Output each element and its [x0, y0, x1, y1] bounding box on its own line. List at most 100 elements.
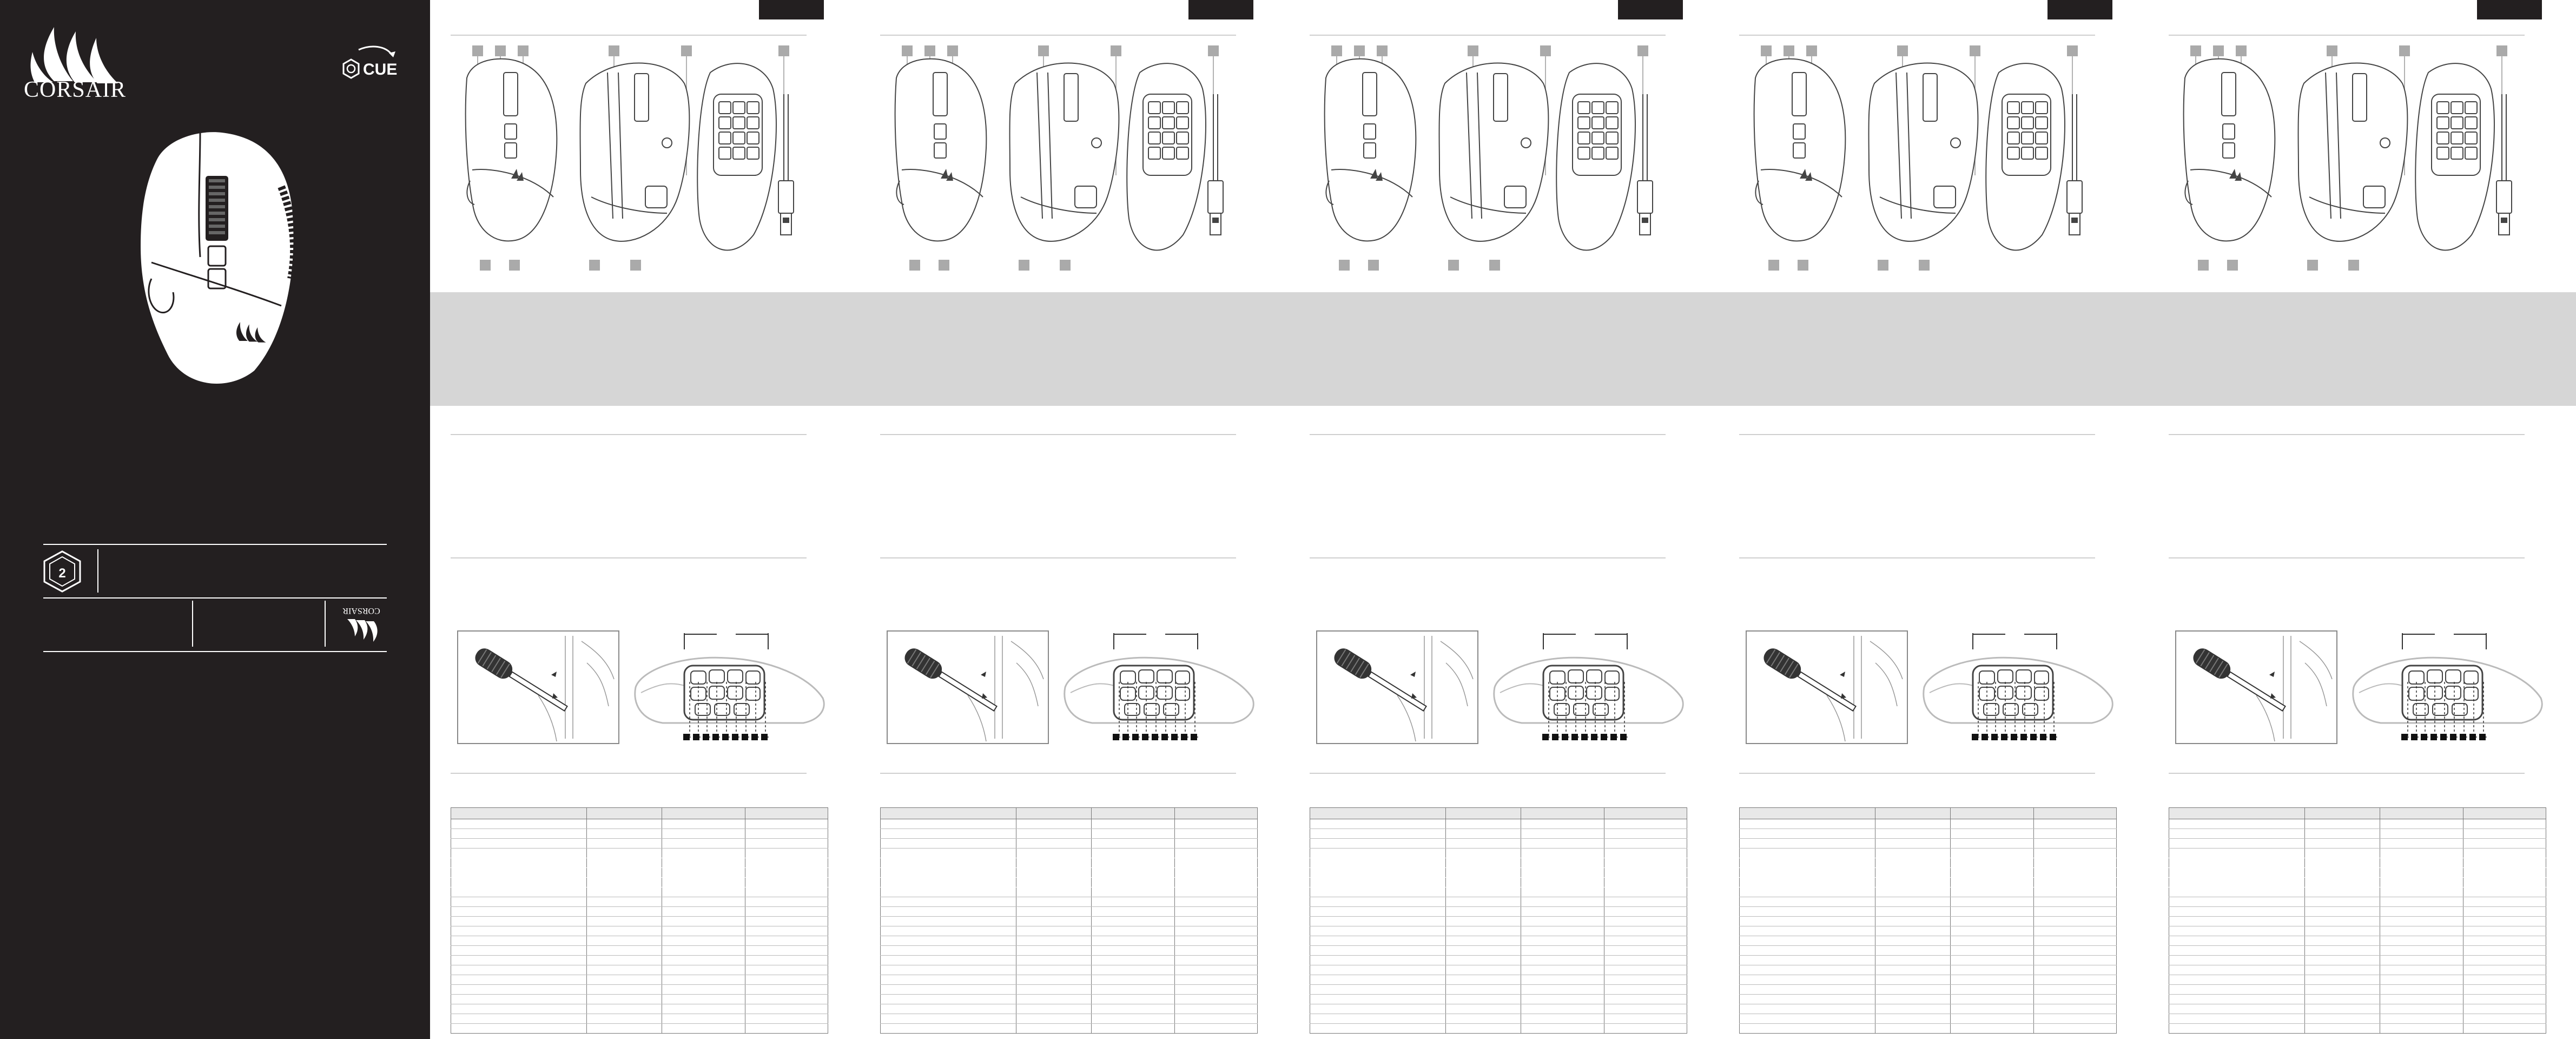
table-cell: [2304, 897, 2381, 907]
table-cell: [1015, 975, 1092, 985]
table-cell: [1445, 936, 1522, 946]
cover-divider: [325, 601, 326, 647]
table-row: [451, 848, 829, 858]
table-cell: [1174, 906, 1258, 917]
table-cell: [2462, 906, 2547, 917]
table-cell: [1603, 916, 1688, 926]
table-cell: [1950, 926, 2034, 936]
table-cell: [1739, 877, 1875, 887]
table-cell: [662, 828, 745, 839]
table-cell: [2304, 916, 2381, 926]
table-row: [451, 877, 829, 887]
table-cell: [1310, 926, 1446, 936]
table-cell: [662, 936, 745, 946]
table-row: [1310, 906, 1688, 917]
keypad-tool-illustration: [1316, 630, 1478, 744]
table-cell: [2304, 877, 2381, 887]
section-rule: [451, 434, 807, 435]
section-rule: [880, 434, 1236, 435]
table-cell: [586, 955, 663, 965]
table-cell: [1521, 984, 1604, 995]
table-cell: [1521, 906, 1604, 917]
table-cell: [1603, 955, 1688, 965]
table-header-cell: [1739, 807, 1875, 819]
table-cell: [1174, 1004, 1258, 1014]
table-cell: [1603, 1023, 1688, 1034]
table-cell: [2304, 819, 2381, 829]
table-cell: [1091, 965, 1175, 975]
table-row: [2169, 955, 2547, 965]
table-cell: [1174, 887, 1258, 897]
table-cell: [1950, 1023, 2034, 1034]
table-cell: [586, 1004, 663, 1014]
keypad-tool-illustration: [457, 630, 619, 744]
table-cell: [1739, 945, 1875, 956]
table-cell: [1174, 936, 1258, 946]
table-cell: [1091, 975, 1175, 985]
table-cell: [586, 984, 663, 995]
table-cell: [1310, 936, 1446, 946]
table-cell: [880, 819, 1016, 829]
table-cell: [1091, 867, 1175, 878]
table-cell: [1603, 848, 1688, 858]
table-cell: [451, 916, 587, 926]
table-row: [880, 867, 1258, 878]
table-cell: [1521, 965, 1604, 975]
table-cell: [2462, 945, 2547, 956]
table-cell: [2033, 936, 2117, 946]
table-cell: [2380, 828, 2463, 839]
section-rule: [2169, 434, 2525, 435]
table-cell: [1739, 848, 1875, 858]
table-cell: [1445, 906, 1522, 917]
table-cell: [1174, 867, 1258, 878]
table-cell: [1603, 1004, 1688, 1014]
table-row: [1739, 887, 2117, 897]
table-cell: [1603, 945, 1688, 956]
table-cell: [2169, 848, 2305, 858]
table-row: [2169, 858, 2547, 868]
table-cell: [2462, 819, 2547, 829]
table-cell: [2304, 887, 2381, 897]
cover-rule: [43, 651, 387, 652]
table-cell: [880, 936, 1016, 946]
table-cell: [1603, 906, 1688, 917]
mouse-diagram: [1753, 45, 2083, 271]
table-cell: [2304, 936, 2381, 946]
table-cell: [1521, 936, 1604, 946]
table-cell: [2380, 906, 2463, 917]
table-header-cell: [1874, 807, 1951, 819]
table-cell: [744, 906, 829, 917]
table-cell: [1310, 858, 1446, 868]
table-cell: [1445, 1004, 1522, 1014]
table-row: [1310, 877, 1688, 887]
table-cell: [1310, 897, 1446, 907]
table-cell: [1874, 1014, 1951, 1024]
table-cell: [2169, 897, 2305, 907]
table-cell: [2169, 984, 2305, 995]
table-cell: [1950, 877, 2034, 887]
table-cell: [662, 1023, 745, 1034]
table-cell: [1174, 965, 1258, 975]
table-cell: [451, 975, 587, 985]
table-cell: [586, 945, 663, 956]
corsair-wordmark: CORSAIR: [24, 77, 127, 102]
table-cell: [451, 858, 587, 868]
table-row: [2169, 848, 2547, 858]
table-cell: [744, 926, 829, 936]
table-cell: [880, 926, 1016, 936]
table-row: [1310, 984, 1688, 995]
table-row: [1739, 819, 2117, 829]
table-cell: [586, 994, 663, 1004]
table-cell: [744, 848, 829, 858]
table-row: [2169, 936, 2547, 946]
table-cell: [2380, 936, 2463, 946]
table-cell: [1521, 897, 1604, 907]
table-row: [880, 994, 1258, 1004]
table-cell: [586, 936, 663, 946]
table-cell: [1310, 877, 1446, 887]
table-row: [451, 975, 829, 985]
table-cell: [1015, 945, 1092, 956]
table-cell: [1950, 819, 2034, 829]
table-cell: [1015, 828, 1092, 839]
table-row: [1310, 858, 1688, 868]
